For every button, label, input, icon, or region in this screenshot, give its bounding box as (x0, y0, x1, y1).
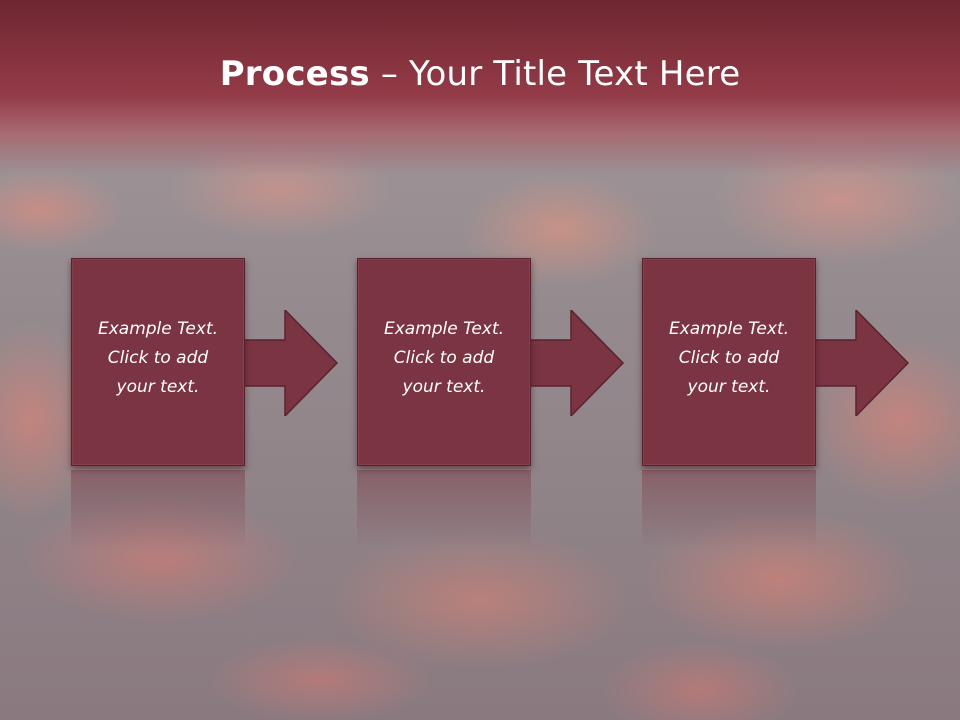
step-2-line-1: Example Text. (383, 319, 505, 339)
step-1-box[interactable]: Example Text. Click to add your text. (71, 258, 245, 466)
step-2-text[interactable]: Example Text. Click to add your text. (358, 315, 530, 402)
step-2-reflection (357, 470, 531, 550)
process-step-3[interactable]: Example Text. Click to add your text. (642, 258, 910, 466)
step-1-text[interactable]: Example Text. Click to add your text. (72, 315, 244, 402)
step-3-line-3: your text. (687, 377, 771, 397)
step-3-text[interactable]: Example Text. Click to add your text. (643, 315, 815, 402)
arrow-right-icon (814, 310, 910, 416)
step-3-box[interactable]: Example Text. Click to add your text. (642, 258, 816, 466)
step-2-line-3: your text. (402, 377, 486, 397)
process-step-1[interactable]: Example Text. Click to add your text. (71, 258, 339, 466)
arrow-right-icon (529, 310, 625, 416)
step-1-line-3: your text. (116, 377, 200, 397)
step-2-box[interactable]: Example Text. Click to add your text. (357, 258, 531, 466)
title-rest: – Your Title Text Here (369, 54, 741, 94)
process-step-2[interactable]: Example Text. Click to add your text. (357, 258, 625, 466)
slide-title[interactable]: Process – Your Title Text Here (0, 54, 960, 94)
step-1-line-1: Example Text. (97, 319, 219, 339)
step-3-line-1: Example Text. (668, 319, 790, 339)
step-3-reflection (642, 470, 816, 550)
step-2-line-2: Click to add (393, 348, 495, 368)
arrow-right-icon (243, 310, 339, 416)
step-3-line-2: Click to add (678, 348, 780, 368)
title-band (0, 0, 960, 175)
title-bold: Process (219, 54, 370, 94)
step-1-reflection (71, 470, 245, 550)
step-1-line-2: Click to add (107, 348, 209, 368)
